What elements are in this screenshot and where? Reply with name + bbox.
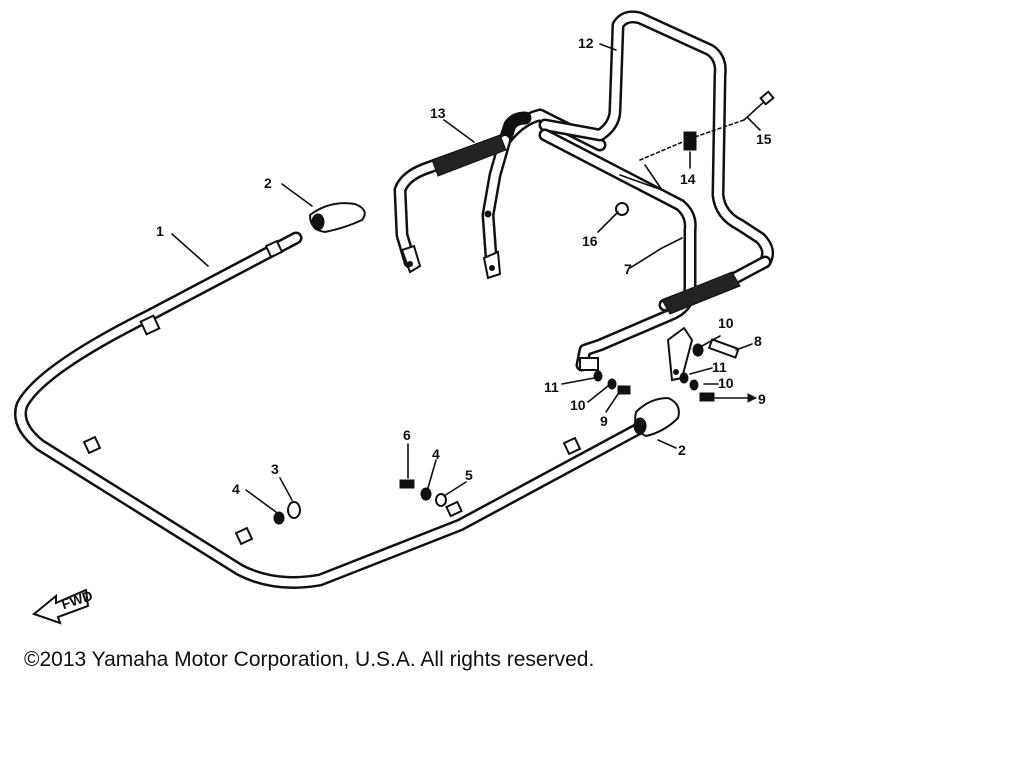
end-cap-front <box>633 396 680 438</box>
bumper-frame <box>14 231 647 589</box>
callout-16: 16 <box>582 233 598 249</box>
callout-10-top: 10 <box>718 315 734 331</box>
callout-9-right: 9 <box>758 391 766 407</box>
callout-14: 14 <box>680 171 696 187</box>
copyright-notice: ©2013 Yamaha Motor Corporation, U.S.A. A… <box>24 648 595 671</box>
callout-3: 3 <box>271 461 279 477</box>
leader-lines <box>171 43 761 513</box>
seat-back-frame <box>538 10 775 269</box>
callout-10-right: 10 <box>718 375 734 391</box>
parts-diagram: 1 2 2 3 4 4 5 6 7 8 9 9 10 10 10 11 11 1… <box>14 10 775 625</box>
callout-4-left: 4 <box>232 481 240 497</box>
seat-frame <box>538 128 772 382</box>
grab-rail <box>393 108 607 280</box>
callout-11-left: 11 <box>544 379 559 395</box>
callout-1: 1 <box>156 223 164 239</box>
nut-16 <box>615 202 629 216</box>
callout-13: 13 <box>430 105 446 121</box>
callout-labels: 1 2 2 3 4 4 5 6 7 8 9 9 10 10 10 11 11 1… <box>156 35 772 497</box>
callout-6: 6 <box>403 427 411 443</box>
callout-4-right: 4 <box>432 446 440 462</box>
callout-2-rear: 2 <box>264 175 272 191</box>
callout-10-left: 10 <box>570 397 586 413</box>
callout-7: 7 <box>624 261 632 277</box>
end-cap-rear <box>308 202 366 234</box>
bolt-15 <box>743 90 775 121</box>
callout-12: 12 <box>578 35 594 51</box>
callout-9-left: 9 <box>600 413 608 429</box>
callout-8: 8 <box>754 333 762 349</box>
frame-fittings <box>82 239 582 546</box>
fasteners <box>273 338 740 525</box>
callout-2-front: 2 <box>678 442 686 458</box>
fwd-arrow-icon: FWD <box>31 587 95 625</box>
callout-5: 5 <box>465 467 473 483</box>
callout-15: 15 <box>756 131 772 147</box>
callout-11-right: 11 <box>712 359 727 375</box>
